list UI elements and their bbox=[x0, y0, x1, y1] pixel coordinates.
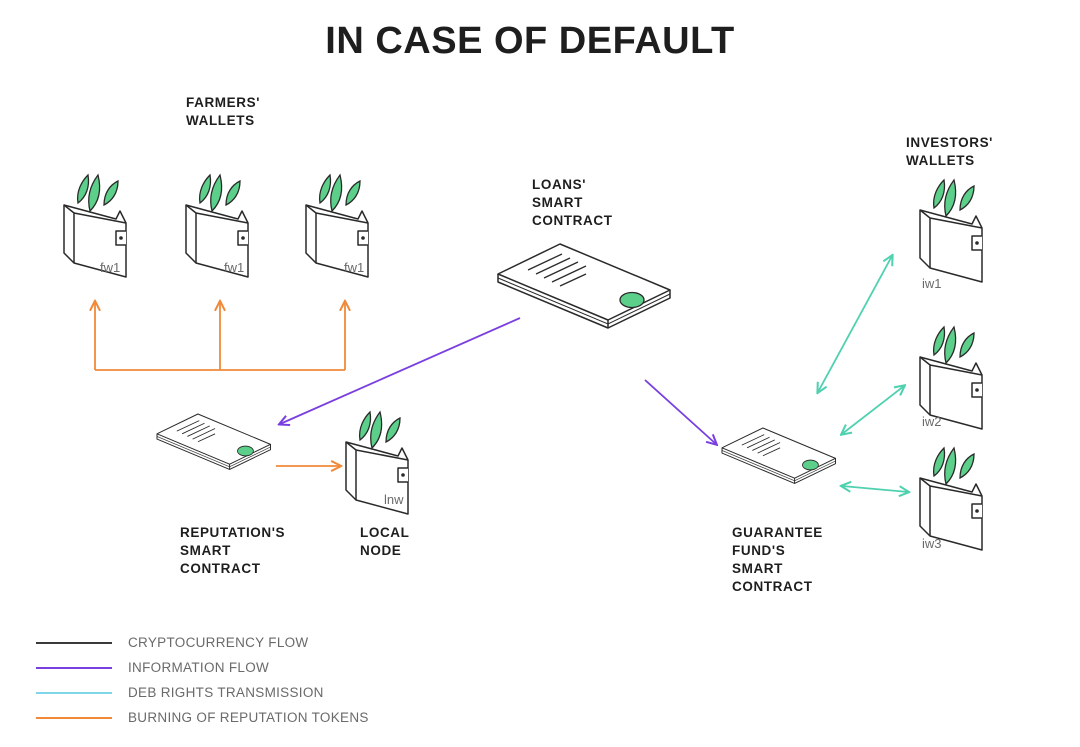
investor-wallet-3-tag: iw3 bbox=[922, 536, 942, 551]
investor-wallet-2-tag: iw2 bbox=[922, 414, 942, 429]
diagram-title: IN CASE OF DEFAULT bbox=[325, 20, 735, 62]
burning-flow-farmers bbox=[95, 302, 345, 371]
legend-label-information: INFORMATION FLOW bbox=[128, 660, 270, 675]
deb-rights-flow-iw1 bbox=[818, 256, 892, 392]
deb-rights-flow-iw2 bbox=[842, 386, 904, 434]
legend-row-information: INFORMATION FLOW bbox=[36, 655, 369, 680]
investors-wallets-label: INVESTORS'WALLETS bbox=[906, 135, 993, 168]
legend-row-deb-rights: DEB RIGHTS TRANSMISSION bbox=[36, 680, 369, 705]
legend-swatch-cryptocurrency bbox=[36, 641, 112, 644]
legend-row-cryptocurrency: CRYPTOCURRENCY FLOW bbox=[36, 630, 369, 655]
legend-label-burning: BURNING OF REPUTATION TOKENS bbox=[128, 710, 369, 725]
legend: CRYPTOCURRENCY FLOW INFORMATION FLOW DEB… bbox=[36, 630, 369, 730]
farmer-wallet-2-tag: fw1 bbox=[224, 260, 245, 275]
legend-swatch-deb-rights bbox=[36, 691, 112, 694]
reputation-contract-icon bbox=[156, 413, 272, 470]
loans-contract-icon bbox=[497, 243, 671, 329]
guarantee-contract-icon bbox=[721, 427, 837, 484]
local-node-wallet-tag: lnw bbox=[384, 492, 404, 507]
deb-rights-flow-iw3 bbox=[842, 486, 908, 492]
legend-swatch-burning bbox=[36, 716, 112, 719]
investor-wallet-1-icon bbox=[919, 179, 983, 283]
legend-row-burning: BURNING OF REPUTATION TOKENS bbox=[36, 705, 369, 730]
legend-swatch-information bbox=[36, 666, 112, 669]
legend-label-deb-rights: DEB RIGHTS TRANSMISSION bbox=[128, 685, 324, 700]
farmer-wallet-3-tag: fw1 bbox=[344, 260, 365, 275]
info-flow-to-reputation bbox=[280, 317, 521, 424]
farmer-wallet-1-tag: fw1 bbox=[100, 260, 121, 275]
farmers-wallets-label: FARMERS'WALLETS bbox=[186, 95, 261, 128]
investor-wallet-1-tag: iw1 bbox=[922, 276, 942, 291]
legend-label-cryptocurrency: CRYPTOCURRENCY FLOW bbox=[128, 635, 309, 650]
investor-wallet-3-icon bbox=[919, 447, 983, 551]
info-flow-to-guarantee bbox=[644, 379, 716, 444]
